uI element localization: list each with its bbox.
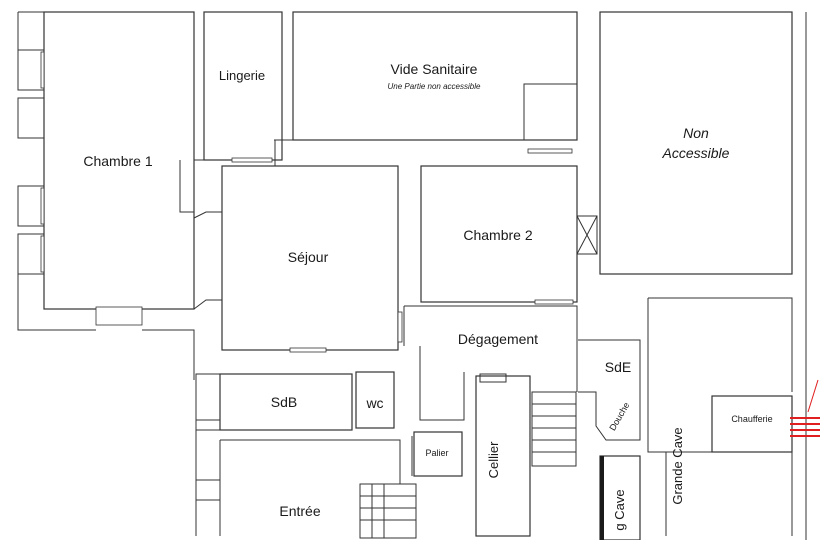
room-palier[interactable]: Palier — [413, 431, 463, 477]
label-chambre-2: Chambre 2 — [463, 227, 532, 243]
label-grande-cave: Grande Cave — [670, 427, 685, 504]
hall-connection — [179, 159, 222, 219]
west-wall-windows — [17, 49, 45, 275]
label-palier: Palier — [425, 448, 448, 458]
room-chambre-1[interactable]: Chambre 1 — [43, 11, 195, 310]
room-chaufferie[interactable]: Chaufferie — [711, 379, 820, 453]
room-entree[interactable]: Entrée — [195, 380, 413, 536]
room-sdb[interactable]: SdB — [195, 373, 353, 431]
label-chaufferie: Chaufferie — [731, 414, 772, 424]
label-entree: Entrée — [279, 503, 320, 519]
label-douche: Douche — [607, 401, 631, 433]
staircase-entree — [359, 483, 417, 539]
room-degagement[interactable]: Dégagement — [397, 305, 578, 421]
room-sde[interactable]: SdE Douche — [578, 339, 641, 441]
staircase-degagement — [531, 391, 577, 467]
window-chambre1-south — [95, 306, 143, 326]
label-vide-sanitaire: Vide Sanitaire — [391, 61, 478, 77]
label-sdb: SdB — [271, 394, 297, 410]
room-vide-sanitaire[interactable]: Vide Sanitaire Une Partie non accessible — [292, 11, 578, 154]
hall-walls — [17, 139, 524, 380]
room-lingerie[interactable]: Lingerie — [203, 11, 283, 163]
label-cellier: Cellier — [486, 441, 501, 479]
label-non-accessible-line2: Accessible — [662, 145, 730, 161]
room-non-accessible[interactable]: Non Accessible — [599, 11, 793, 275]
label-lingerie: Lingerie — [219, 68, 265, 83]
room-chambre-2[interactable]: Chambre 2 — [420, 165, 598, 305]
room-sejour[interactable]: Séjour — [221, 165, 399, 353]
label-sde: SdE — [605, 359, 631, 375]
label-degagement: Dégagement — [458, 331, 538, 347]
wall-corner-top-left — [17, 11, 44, 50]
label-non-accessible-line1: Non — [683, 125, 709, 141]
label-vide-sanitaire-note: Une Partie non accessible — [388, 82, 481, 91]
room-cellier[interactable]: Cellier — [475, 373, 531, 537]
label-wc: wc — [365, 395, 383, 411]
exterior-marker-red — [790, 379, 820, 437]
label-sejour: Séjour — [288, 249, 329, 265]
label-chambre-1: Chambre 1 — [83, 153, 152, 169]
room-wc[interactable]: wc — [355, 371, 395, 429]
room-petite-cave[interactable]: g Cave — [599, 455, 641, 540]
label-petite-cave: g Cave — [612, 489, 627, 530]
